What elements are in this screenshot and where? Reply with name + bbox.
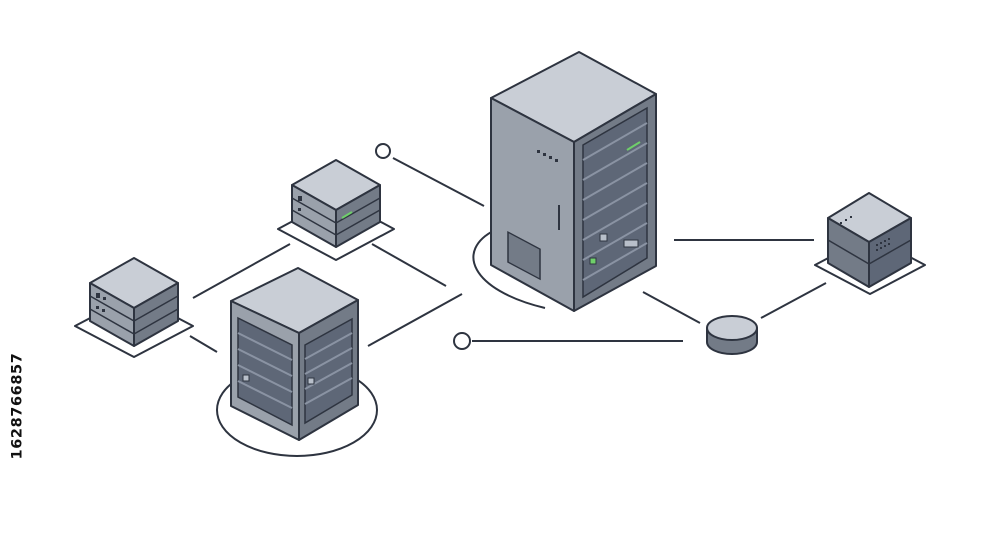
network-node-icon xyxy=(453,332,471,350)
database-disk-icon xyxy=(706,315,758,355)
server-rack-icon xyxy=(472,51,657,312)
side-stock-id-text: 1628766857 xyxy=(9,352,25,459)
link-server-b-to-rack xyxy=(371,243,447,287)
link-server-a-to-server-b xyxy=(192,243,291,299)
link-disk-to-box xyxy=(760,282,827,319)
link-rack-to-disk xyxy=(642,291,701,324)
link-server-a-to-cabinet xyxy=(189,335,218,353)
link-node-top-to-rack xyxy=(392,157,485,207)
server-box-icon xyxy=(814,192,926,295)
network-node-icon xyxy=(375,143,391,159)
connection-lines xyxy=(189,157,827,353)
side-stock-id: 1628766857 xyxy=(6,298,28,513)
server-box-icon xyxy=(74,257,194,358)
link-cabinet-to-rack xyxy=(367,293,463,347)
server-cabinet-icon xyxy=(216,267,378,457)
server-box-icon xyxy=(277,159,395,261)
